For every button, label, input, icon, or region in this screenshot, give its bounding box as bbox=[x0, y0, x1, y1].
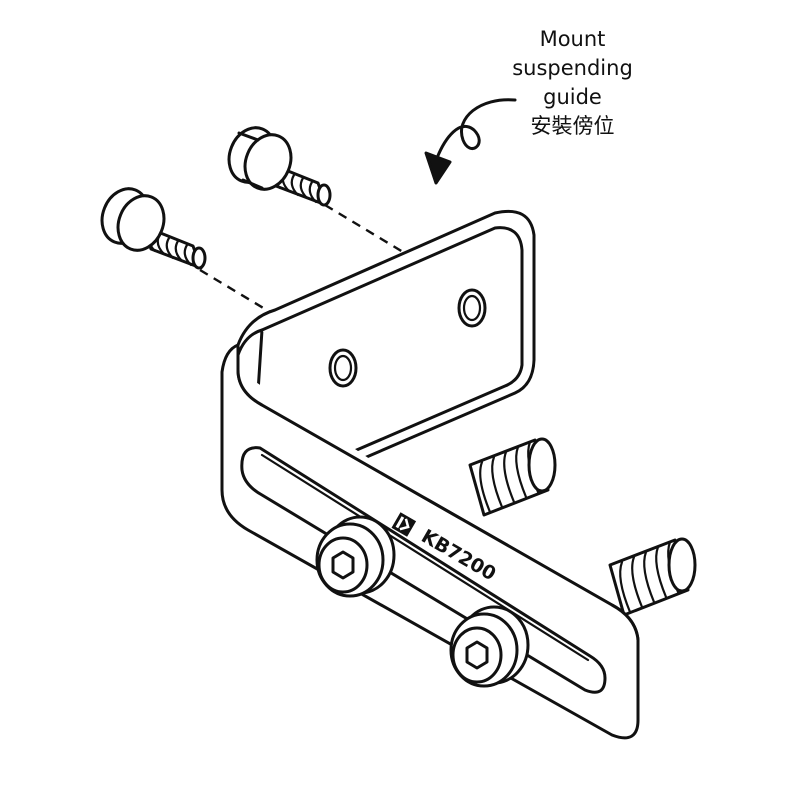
loose-screw-upper bbox=[227, 126, 332, 207]
callout-line-2: suspending bbox=[512, 56, 633, 80]
mounted-screw-lower-head bbox=[449, 605, 530, 688]
brand-logo bbox=[391, 512, 417, 537]
callout-line-3: guide bbox=[543, 85, 602, 109]
mounted-screw-lower-thread bbox=[608, 537, 697, 617]
mounted-screw-upper-head bbox=[315, 515, 396, 598]
loose-screw-lower bbox=[100, 187, 207, 270]
guide-line-lower-screw bbox=[199, 268, 276, 317]
guide-line-upper-screw bbox=[324, 203, 409, 257]
callout-line-1: Mount bbox=[539, 27, 606, 51]
hex-socket-icon bbox=[331, 550, 355, 580]
hex-socket-icon bbox=[465, 640, 489, 670]
callout-line-4: 安裝傍位 bbox=[530, 114, 615, 138]
callout-arrow bbox=[424, 98, 517, 185]
mounted-screw-upper-thread bbox=[468, 437, 557, 517]
bracket-upper-flange bbox=[236, 209, 536, 464]
